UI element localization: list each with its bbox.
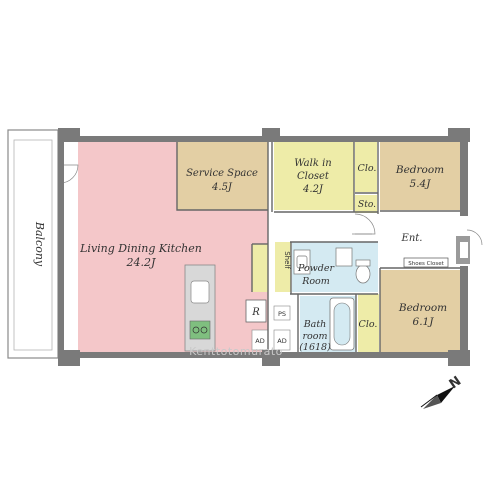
ps-label: PS <box>278 310 286 318</box>
corridor-floor <box>274 213 378 241</box>
shoes-closet <box>403 257 449 268</box>
entrance-label: Ent. <box>401 233 423 244</box>
storage-label: Sto. <box>358 200 376 210</box>
kitchen-counter <box>184 264 216 352</box>
powder-room-line1: Powder <box>297 263 336 274</box>
balcony-label: Balcony <box>33 221 46 267</box>
service-space-name: Service Space <box>186 168 258 179</box>
closet-floor-1 <box>355 142 377 192</box>
powder-room-line2: Room <box>301 276 330 287</box>
walk-in-closet-line1: Walk in <box>294 158 331 169</box>
bathtub <box>329 297 355 351</box>
walk-in-closet-line2: Closet <box>297 171 330 182</box>
shoes-closet-label: Shoes Closet <box>408 261 444 267</box>
closet-label-2: Clo. <box>359 319 378 330</box>
bedroom-2-size: 6.1J <box>413 316 435 328</box>
ldk-floor <box>78 142 268 358</box>
bedroom-1-name: Bedroom <box>395 164 444 176</box>
refrigerator-label: R <box>251 307 260 318</box>
utility-floor <box>252 244 268 292</box>
exterior-wall <box>58 128 470 366</box>
balcony: Balcony <box>7 129 59 359</box>
walk-in-closet-floor <box>274 142 354 210</box>
ldk-name: Living Dining Kitchen <box>79 242 202 255</box>
storage-floor <box>355 195 377 213</box>
service-space-floor <box>177 142 268 210</box>
service-space-size: 4.5J <box>211 182 233 193</box>
bathroom-line2: room <box>303 331 328 342</box>
bedroom-2-name: Bedroom <box>398 302 447 314</box>
closet-label-1: Clo. <box>358 163 377 174</box>
closet-floor-2 <box>358 294 379 352</box>
walk-in-closet-size: 4.2J <box>302 184 324 195</box>
interior-walls <box>176 142 460 358</box>
ad-label-2: AD <box>277 337 286 345</box>
bedroom-1-size: 5.4J <box>410 178 432 190</box>
ps-box <box>273 305 291 321</box>
refrigerator-space <box>245 299 267 323</box>
bathroom-line3: (1618) <box>299 342 331 353</box>
bedroom-2-floor <box>380 270 460 352</box>
shelf-label: Shelf <box>283 251 291 269</box>
bathroom-line1: Bath <box>303 319 327 330</box>
entrance-floor <box>380 214 460 266</box>
ad-label-1: AD <box>255 337 264 345</box>
shelf-floor <box>275 242 291 292</box>
ad-box-2 <box>273 329 291 351</box>
bedroom-1-floor <box>380 142 460 210</box>
powder-room-fixtures <box>293 247 371 284</box>
ldk-size: 24.2J <box>126 256 156 269</box>
watermark: Kenttotomurato <box>189 345 283 358</box>
north-arrow-icon: N <box>420 374 464 409</box>
